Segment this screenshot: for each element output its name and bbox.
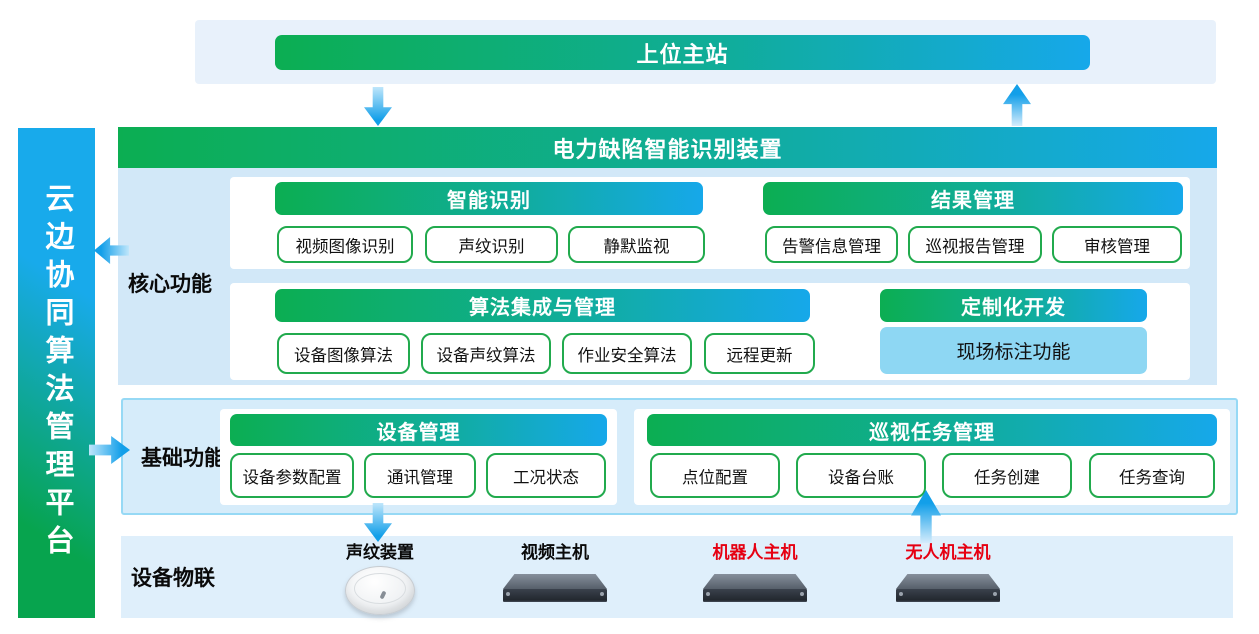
core-functions-label: 核心功能	[128, 273, 212, 296]
voiceprint-dome-icon	[345, 566, 415, 615]
master-station-banner: 上位主站	[195, 20, 1216, 84]
device-title-bar: 电力缺陷智能识别装置	[118, 127, 1217, 168]
item-inspection-report-management: 巡视报告管理	[908, 226, 1042, 263]
item-working-condition-status: 工况状态	[486, 453, 606, 498]
item-task-creation: 任务创建	[942, 453, 1072, 498]
group-header-result-management: 结果管理	[763, 182, 1183, 215]
device-robot-host: 机器人主机	[690, 542, 820, 602]
basic-panel-inspection-task: 巡视任务管理 点位配置 设备台账 任务创建 任务查询	[634, 409, 1230, 505]
device-video-host: 视频主机	[490, 542, 620, 602]
item-device-parameter-config: 设备参数配置	[230, 453, 354, 498]
group-header-intelligent-recognition: 智能识别	[275, 182, 703, 215]
video-host-server-icon	[503, 574, 607, 602]
device-iot-panel: 设备物联 声纹装置 视频主机 机器人主机 无人机主机	[121, 536, 1233, 618]
group-header-custom-development: 定制化开发	[880, 289, 1147, 322]
item-point-config: 点位配置	[650, 453, 780, 498]
basic-functions-panel: 基础功能 设备管理 设备参数配置 通讯管理 工况状态 巡视任务管理 点位配置 设…	[121, 398, 1238, 515]
platform-sidebar-label: 云边协同算法管理平台	[41, 183, 73, 563]
core-panel-algorithm: 算法集成与管理 设备图像算法 设备声纹算法 作业安全算法 远程更新 定制化开发 …	[230, 283, 1190, 380]
master-station-bar: 上位主站	[275, 35, 1090, 70]
item-silent-monitoring: 静默监视	[568, 226, 705, 263]
basic-functions-label: 基础功能	[141, 447, 225, 470]
device-drone-host: 无人机主机	[883, 542, 1013, 602]
group-header-inspection-task-management: 巡视任务管理	[647, 414, 1217, 446]
item-remote-update: 远程更新	[704, 333, 815, 374]
device-iot-label: 设备物联	[131, 567, 215, 590]
item-video-image-recognition: 视频图像识别	[277, 226, 413, 263]
item-device-voiceprint-algorithm: 设备声纹算法	[421, 333, 551, 374]
item-voiceprint-recognition: 声纹识别	[425, 226, 558, 263]
item-review-management: 审核管理	[1052, 226, 1182, 263]
item-work-safety-algorithm: 作业安全算法	[562, 333, 692, 374]
item-alarm-info-management: 告警信息管理	[765, 226, 898, 263]
basic-panel-device-management: 设备管理 设备参数配置 通讯管理 工况状态	[220, 409, 617, 505]
device-robot-host-label: 机器人主机	[712, 543, 798, 562]
item-device-ledger: 设备台账	[796, 453, 926, 498]
item-device-image-algorithm: 设备图像算法	[277, 333, 410, 374]
device-video-host-label: 视频主机	[521, 543, 589, 562]
device-drone-host-label: 无人机主机	[905, 543, 991, 562]
device-voiceprint-label: 声纹装置	[346, 543, 414, 562]
arrow-up-to-master-icon	[1003, 84, 1031, 126]
arrow-down-to-device-icon	[364, 87, 392, 126]
robot-host-server-icon	[703, 574, 807, 602]
item-communication-management: 通讯管理	[364, 453, 476, 498]
item-field-annotation-feature: 现场标注功能	[880, 327, 1147, 374]
platform-sidebar: 云边协同算法管理平台	[18, 128, 95, 618]
item-task-query: 任务查询	[1089, 453, 1215, 498]
device-container: 电力缺陷智能识别装置 智能识别 视频图像识别 声纹识别 静默监视 结果管理 告警…	[118, 127, 1217, 385]
device-voiceprint-unit: 声纹装置	[315, 542, 445, 615]
group-header-device-management: 设备管理	[230, 414, 607, 446]
group-header-algorithm-management: 算法集成与管理	[275, 289, 810, 322]
core-panel-recognition: 智能识别 视频图像识别 声纹识别 静默监视 结果管理 告警信息管理 巡视报告管理…	[230, 177, 1190, 269]
drone-host-server-icon	[896, 574, 1000, 602]
